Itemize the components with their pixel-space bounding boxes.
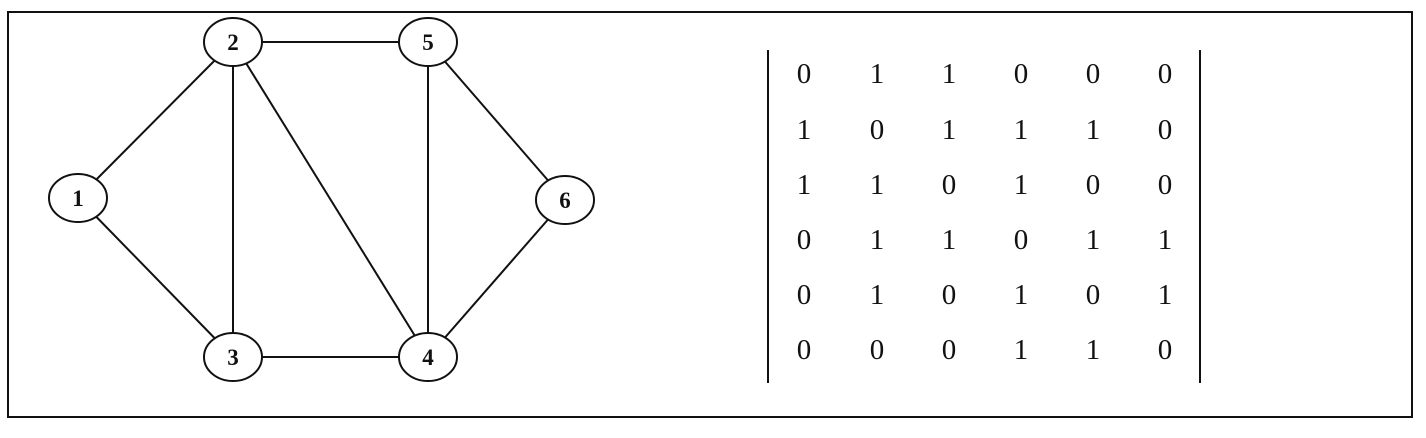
- node-label: 5: [422, 30, 434, 55]
- matrix-cell-r5-c1: 0: [797, 279, 812, 311]
- matrix-cell-r6-c6: 0: [1158, 334, 1173, 366]
- edge-4-6: [427, 199, 566, 358]
- edge-1-2: [77, 41, 234, 199]
- node-label: 4: [422, 345, 434, 370]
- matrix-cell-r2-c6: 0: [1158, 114, 1173, 146]
- matrix-cell-r3-c3: 0: [942, 169, 957, 201]
- matrix-cell-r4-c6: 1: [1158, 224, 1173, 256]
- matrix-cell-r6-c2: 0: [870, 334, 885, 366]
- matrix-cell-r4-c3: 1: [942, 224, 957, 256]
- node-5: 5: [398, 17, 458, 67]
- matrix-cell-r5-c2: 1: [870, 279, 885, 311]
- graph-edges: [77, 41, 566, 358]
- matrix-cell-r2-c2: 0: [870, 114, 885, 146]
- matrix-cell-r1-c5: 0: [1086, 58, 1101, 90]
- node-label: 6: [559, 188, 571, 213]
- matrix-cell-r1-c1: 0: [797, 58, 812, 90]
- matrix-cell-r4-c1: 0: [797, 224, 812, 256]
- matrix-cell-r6-c3: 0: [942, 334, 957, 366]
- node-circle: [535, 175, 595, 225]
- node-circle: [398, 17, 458, 67]
- node-label: 3: [227, 345, 239, 370]
- matrix-cell-r3-c4: 1: [1014, 169, 1029, 201]
- edge-2-4: [232, 41, 429, 358]
- node-circle: [48, 173, 108, 223]
- matrix-cell-r6-c5: 1: [1086, 334, 1101, 366]
- edge-5-6: [427, 41, 566, 201]
- matrix-cell-r1-c6: 0: [1158, 58, 1173, 90]
- matrix-cell-r3-c2: 1: [870, 169, 885, 201]
- node-2: 2: [203, 17, 263, 67]
- matrix-cell-r6-c1: 0: [797, 334, 812, 366]
- matrix-cell-r2-c5: 1: [1086, 114, 1101, 146]
- node-4: 4: [398, 332, 458, 382]
- node-1: 1: [48, 173, 108, 223]
- matrix-cell-r4-c5: 1: [1086, 224, 1101, 256]
- matrix-cell-r2-c1: 1: [797, 114, 812, 146]
- matrix-cell-r3-c6: 0: [1158, 169, 1173, 201]
- node-label: 2: [227, 30, 239, 55]
- matrix-cell-r2-c3: 1: [942, 114, 957, 146]
- matrix-cell-r3-c5: 0: [1086, 169, 1101, 201]
- matrix-cell-r1-c2: 1: [870, 58, 885, 90]
- matrix-cell-r6-c4: 1: [1014, 334, 1029, 366]
- node-6: 6: [535, 175, 595, 225]
- graph-nodes: 1 2 3 4 5 6: [48, 17, 595, 382]
- node-3: 3: [203, 332, 263, 382]
- matrix-cell-r5-c5: 0: [1086, 279, 1101, 311]
- matrix-cell-r4-c2: 1: [870, 224, 885, 256]
- matrix-cell-r5-c6: 1: [1158, 279, 1173, 311]
- matrix-cell-r1-c3: 1: [942, 58, 957, 90]
- node-label: 1: [72, 186, 84, 211]
- matrix-cell-r5-c3: 0: [942, 279, 957, 311]
- node-circle: [398, 332, 458, 382]
- matrix-cell-r3-c1: 1: [797, 169, 812, 201]
- edge-1-3: [77, 197, 234, 358]
- matrix-cell-r1-c4: 0: [1014, 58, 1029, 90]
- node-circle: [203, 17, 263, 67]
- adjacency-matrix: 0 1 1 0 0 0 1 0 1 1 1 0 1 1 0 1 0 0 0 1 1 0 1 1 0 1 0 1 0 1 0 0 0 1 1 0: [797, 58, 1173, 366]
- matrix-cell-r2-c4: 1: [1014, 114, 1029, 146]
- matrix-cell-r5-c4: 1: [1014, 279, 1029, 311]
- matrix-cell-r4-c4: 0: [1014, 224, 1029, 256]
- node-circle: [203, 332, 263, 382]
